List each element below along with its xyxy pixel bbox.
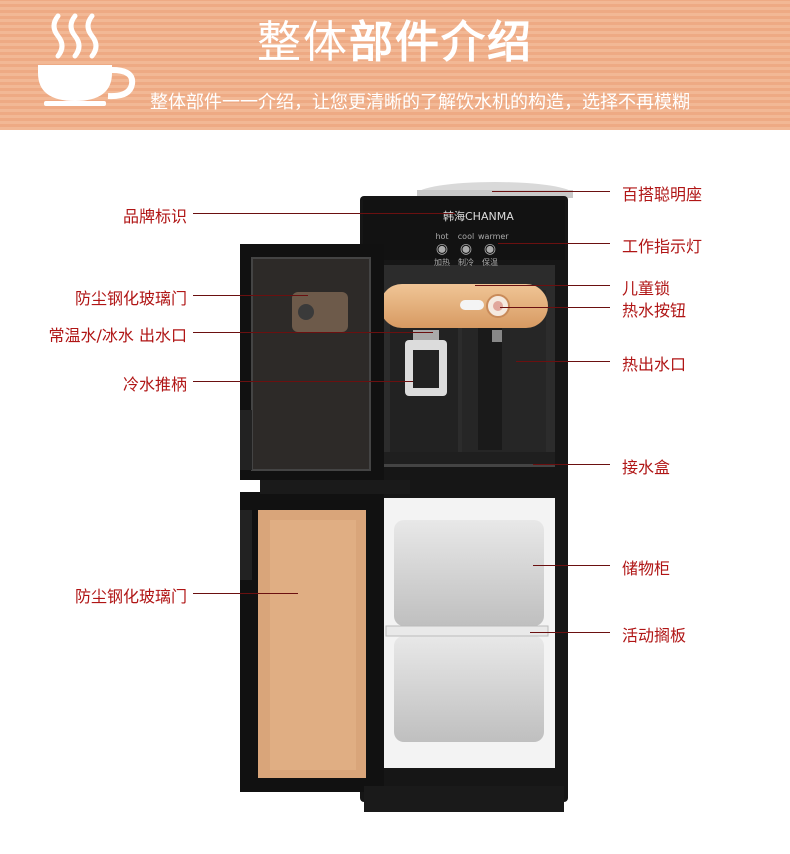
leader-child-lock <box>475 285 610 286</box>
leader-hot-outlet <box>516 361 610 362</box>
label-drip-tray: 接水盒 <box>622 458 671 477</box>
leader-movable-shelf <box>530 632 610 633</box>
leader-hot-button <box>500 307 610 308</box>
label-brand-logo: 品牌标识 <box>122 207 187 226</box>
leader-brand-logo <box>193 213 455 214</box>
header-banner: 整体部件介绍 整体部件一一介绍，让您更清晰的了解饮水机的构造，选择不再模糊 <box>0 0 790 130</box>
indicator-warmer: warmer◉保温 <box>478 232 509 267</box>
indicator-hot: hot◉加热 <box>434 232 450 267</box>
leader-cold-push-handle <box>193 381 413 382</box>
label-hot-button: 热水按钮 <box>622 301 687 320</box>
indicator-cool: cool◉制冷 <box>457 232 475 267</box>
leader-indicator-lights <box>498 243 610 244</box>
brand-logo: 韩海CHANMA <box>443 210 514 223</box>
label-cold-outlet: 常温水/冰水 出水口 <box>48 326 187 345</box>
leader-storage-cabinet <box>533 565 610 566</box>
label-movable-shelf: 活动搁板 <box>622 626 687 645</box>
label-indicator-lights: 工作指示灯 <box>622 237 703 256</box>
label-child-lock: 儿童锁 <box>622 279 671 298</box>
leader-drip-tray <box>533 464 610 465</box>
leader-upper-glass-door <box>193 295 308 296</box>
leader-lower-glass-door <box>193 593 298 594</box>
leader-cold-outlet <box>193 332 433 333</box>
label-smart-seat: 百搭聪明座 <box>622 185 703 204</box>
leader-smart-seat <box>492 191 610 192</box>
label-upper-glass-door: 防尘钢化玻璃门 <box>74 289 187 308</box>
label-storage-cabinet: 储物柜 <box>622 559 671 578</box>
label-cold-push-handle: 冷水推柄 <box>122 375 187 394</box>
label-hot-outlet: 热出水口 <box>622 355 687 374</box>
label-lower-glass-door: 防尘钢化玻璃门 <box>74 587 187 606</box>
water-dispenser-illustration <box>240 182 573 812</box>
page-title: 整体部件介绍 <box>257 17 533 68</box>
coffee-cup-icon <box>38 13 136 106</box>
page-subtitle: 整体部件一一介绍，让您更清晰的了解饮水机的构造，选择不再模糊 <box>150 92 690 113</box>
